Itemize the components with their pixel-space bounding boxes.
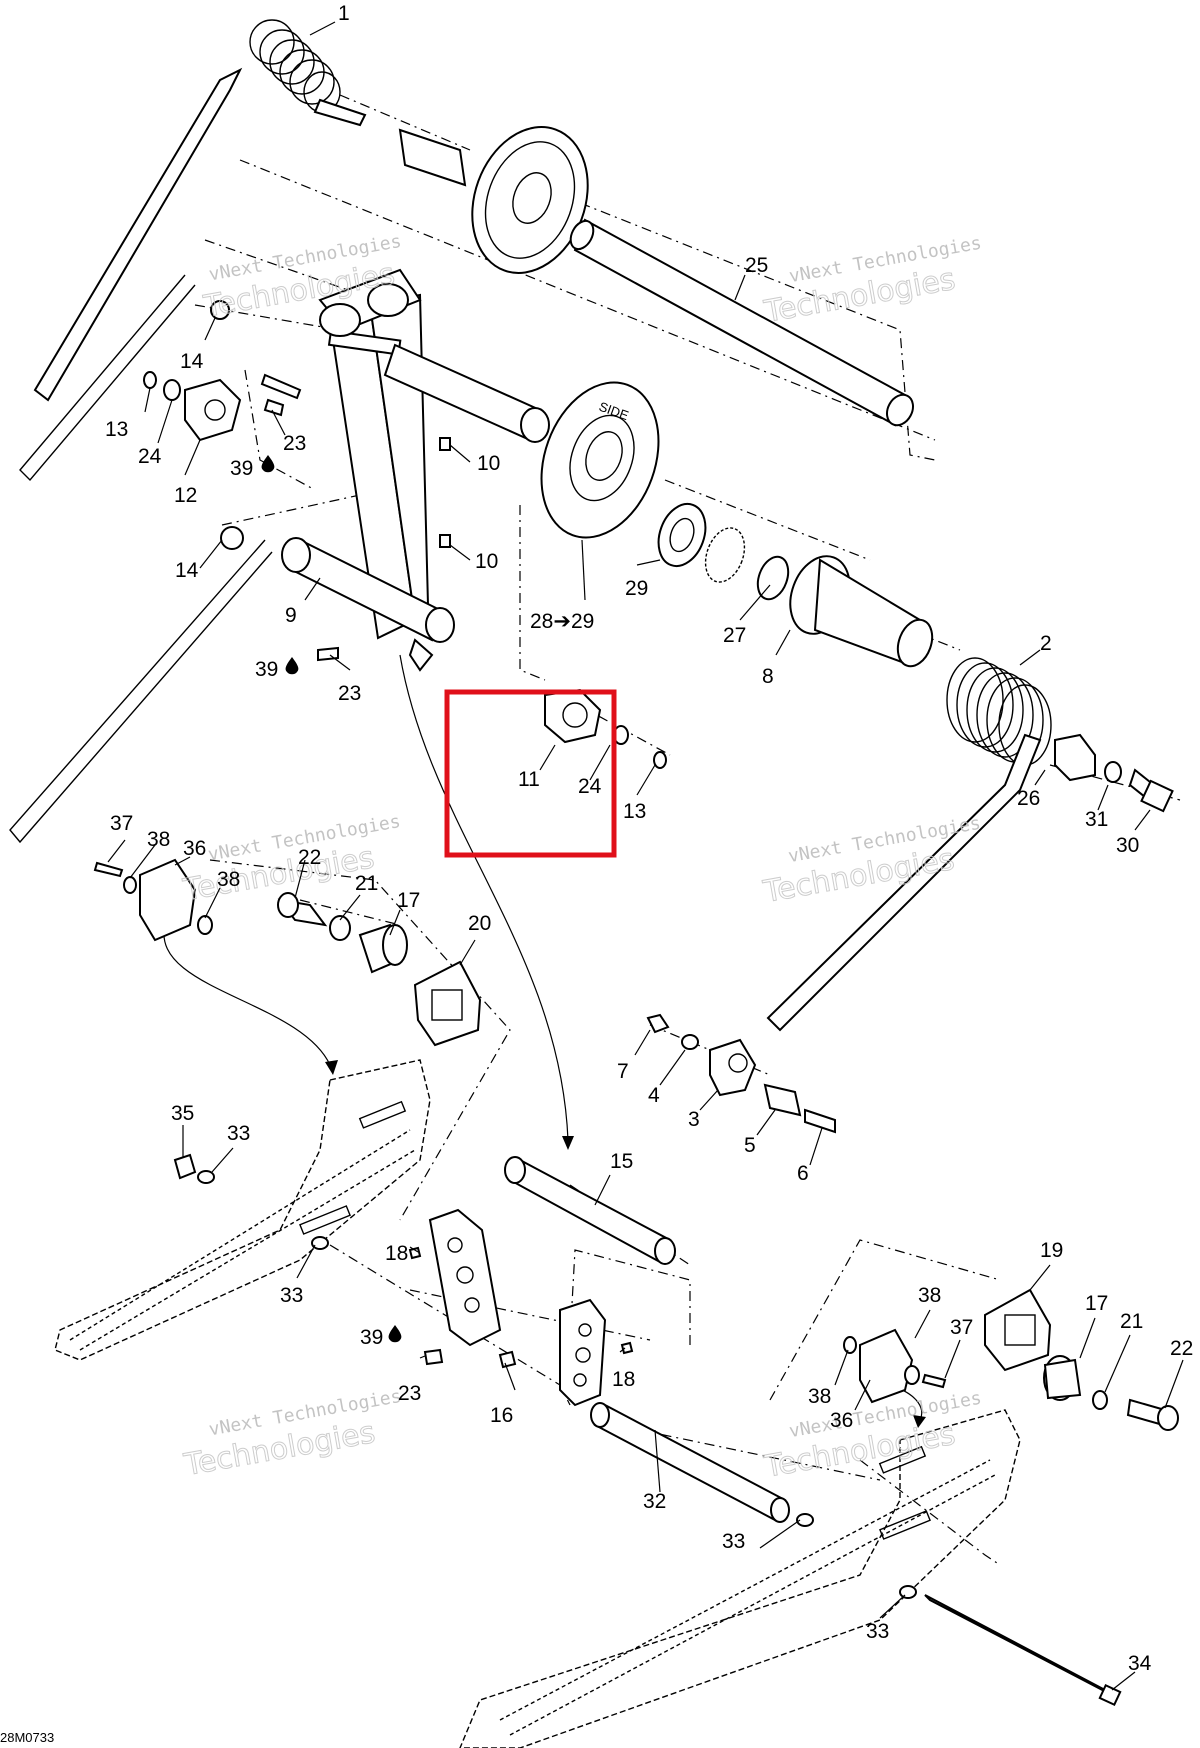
part-label: 28➔29 — [530, 610, 594, 633]
part-label: 30 — [1116, 834, 1139, 857]
oil-drop-icon — [285, 657, 299, 675]
part-label: 24 — [138, 445, 162, 468]
torsion-spring-right — [766, 657, 1052, 1032]
part-label: 1 — [338, 2, 350, 25]
part-label: 29 — [625, 577, 648, 600]
bushing-set-left — [277, 892, 482, 1047]
part-label: 38 — [147, 828, 170, 851]
part-label: 39 — [360, 1326, 383, 1349]
part-label: 26 — [1017, 787, 1040, 810]
part-label: 10 — [475, 550, 498, 573]
pivot-cap-11 — [544, 688, 667, 769]
part-label: 4 — [648, 1084, 660, 1107]
part-label: 33 — [722, 1530, 745, 1553]
part-label: 20 — [468, 912, 491, 935]
bracket-16 — [408, 1208, 634, 1407]
part-label: 32 — [643, 1490, 666, 1513]
part-label: 17 — [1085, 1292, 1108, 1315]
part-label: 13 — [105, 418, 128, 441]
part-label: 8 — [762, 665, 774, 688]
hardware-upper-left — [143, 300, 451, 662]
part-label: 37 — [950, 1316, 973, 1339]
part-label: 38 — [808, 1385, 831, 1408]
part-label: 17 — [397, 889, 420, 912]
part-label: 22 — [1170, 1337, 1193, 1360]
part-label: 11 — [518, 768, 540, 791]
lubricant-drop-icons — [261, 455, 402, 1343]
part-label: 35 — [171, 1102, 194, 1125]
part-label: 33 — [866, 1620, 889, 1643]
part-label: 9 — [285, 604, 297, 627]
part-label: 5 — [744, 1134, 756, 1157]
part-label: 7 — [617, 1060, 629, 1083]
highlight-box — [444, 689, 617, 858]
part-label: 21 — [1120, 1310, 1143, 1333]
hardware-center-right — [646, 1013, 836, 1134]
shaft-32 — [590, 1402, 814, 1527]
part-label: 18 — [612, 1368, 635, 1391]
part-label: 27 — [723, 624, 746, 647]
part-label: 14 — [175, 559, 199, 582]
part-label: 15 — [610, 1150, 633, 1173]
part-label: 14 — [180, 350, 204, 373]
leader-lines — [107, 21, 1184, 1691]
part-label: 37 — [110, 812, 133, 835]
part-label: 23 — [338, 682, 361, 705]
oil-drop-icon — [261, 455, 275, 473]
bearing-assembly — [657, 503, 934, 668]
part-label: 33 — [280, 1284, 303, 1307]
part-label: 23 — [283, 432, 306, 455]
swing-arm-9 — [281, 268, 550, 672]
part-label: 34 — [1128, 1652, 1152, 1675]
part-label: 39 — [230, 457, 253, 480]
part-label: 19 — [1040, 1239, 1063, 1262]
part-label: 10 — [477, 452, 500, 475]
part-number-labels: 1 25 14 13 24 12 39 23 10 10 14 9 39 23 … — [105, 2, 1193, 1675]
part-label: 25 — [745, 254, 768, 277]
bushing-set-right — [843, 1288, 1179, 1431]
part-label: 6 — [797, 1162, 809, 1185]
part-label: 38 — [918, 1284, 941, 1307]
oil-drop-icon — [388, 1325, 402, 1343]
part-label: 36 — [830, 1409, 853, 1432]
slider-block-left — [93, 858, 213, 942]
part-label: 31 — [1085, 808, 1108, 831]
hardware-spring-right — [1054, 733, 1174, 813]
part-label: 36 — [183, 837, 206, 860]
part-label: 13 — [623, 800, 646, 823]
torsion-spring-left — [33, 19, 367, 402]
part-label: 12 — [174, 484, 197, 507]
rod-34 — [899, 1585, 1122, 1707]
rail-rod-left — [9, 274, 273, 844]
hardware-rail-left — [173, 1153, 329, 1250]
slide-rail-right — [459, 1409, 1021, 1748]
idler-wheel-28: SIDE — [540, 381, 660, 539]
shaft-25 — [569, 218, 914, 427]
drawing-code: 28M0733 — [0, 1730, 54, 1745]
part-label: 23 — [398, 1382, 421, 1405]
part-label: 33 — [227, 1122, 250, 1145]
slide-rail-left — [54, 1059, 431, 1361]
assembly-guide-lines — [194, 94, 1181, 1566]
part-label: 16 — [490, 1404, 513, 1427]
part-label: 22 — [298, 846, 321, 869]
part-label: 18 — [385, 1242, 408, 1265]
shaft-15 — [504, 1156, 676, 1265]
part-label: 2 — [1040, 632, 1052, 655]
flow-arrows — [163, 654, 926, 1428]
part-label: 21 — [355, 872, 378, 895]
idler-wheel-top — [398, 126, 589, 274]
part-label: 39 — [255, 658, 278, 681]
part-label: 38 — [217, 868, 240, 891]
part-label: 24 — [578, 775, 602, 798]
part-label: 3 — [688, 1108, 700, 1131]
